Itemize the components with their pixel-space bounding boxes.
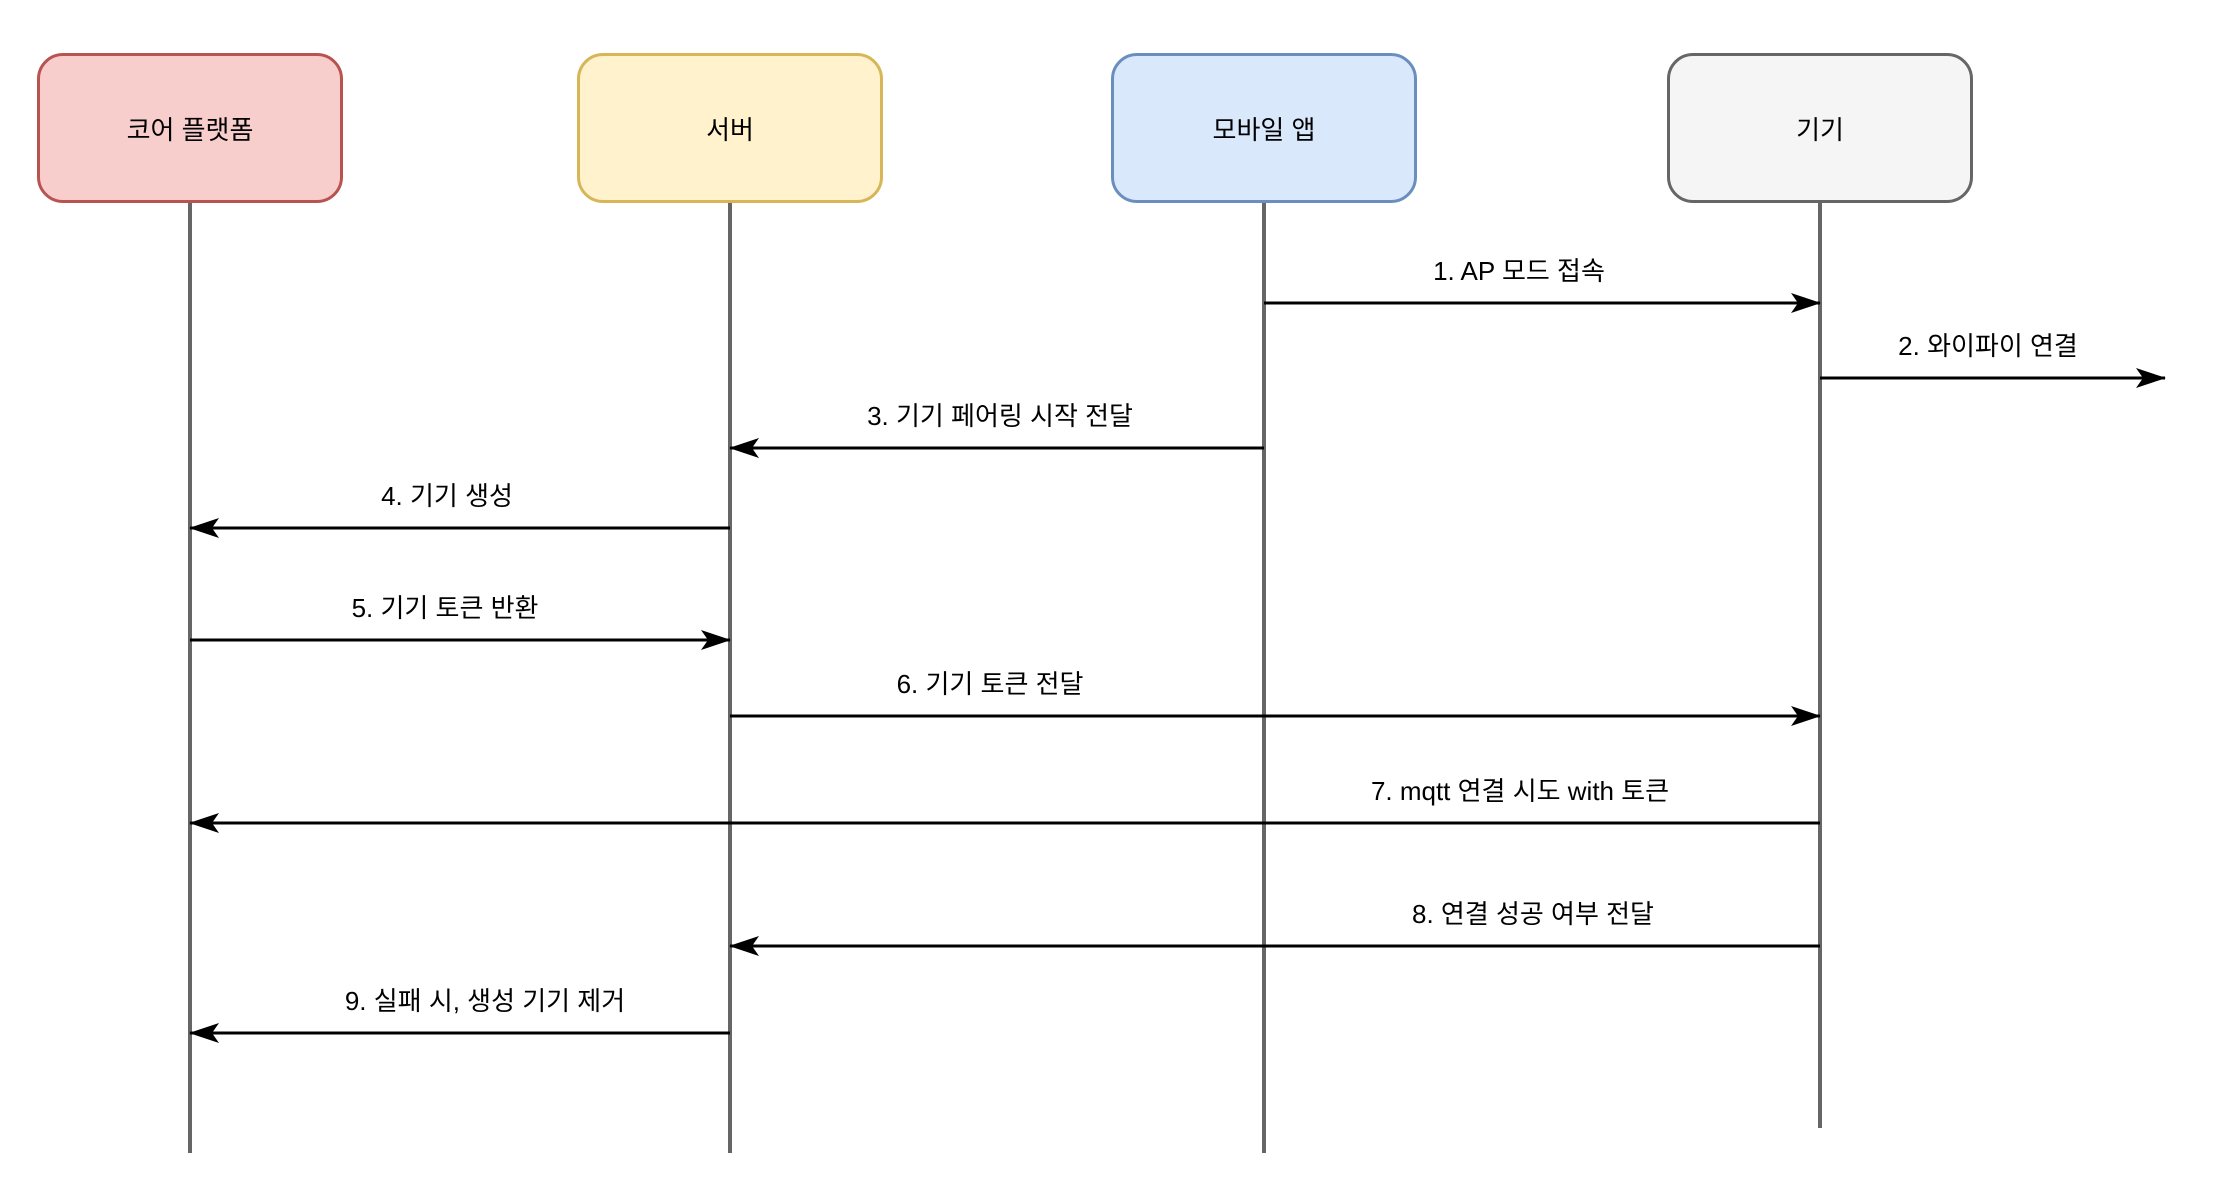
message-label-4: 4. 기기 생성: [381, 481, 513, 511]
actor-label-app: 모바일 앱: [1212, 114, 1316, 145]
actor-label-device: 기기: [1796, 114, 1844, 145]
message-label-5: 5. 기기 토큰 반환: [351, 593, 539, 623]
message-label-2: 2. 와이파이 연결: [1898, 331, 2078, 361]
message-label-9: 9. 실패 시, 생성 기기 제거: [344, 986, 626, 1016]
actor-label-core: 코어 플랫폼: [126, 114, 254, 145]
lifeline-app: [1262, 201, 1266, 1153]
actor-box-app: 모바일 앱: [1111, 53, 1417, 203]
actor-box-core: 코어 플랫폼: [37, 53, 343, 203]
lifeline-device: [1818, 201, 1822, 1128]
actor-label-server: 서버: [706, 114, 754, 145]
message-label-3: 3. 기기 페어링 시작 전달: [867, 401, 1133, 431]
lifeline-server: [728, 201, 732, 1153]
message-label-6: 6. 기기 토큰 전달: [896, 669, 1084, 699]
message-label-8: 8. 연결 성공 여부 전달: [1412, 899, 1654, 929]
lifeline-core: [188, 201, 192, 1153]
actor-box-server: 서버: [577, 53, 883, 203]
message-label-7: 7. mqtt 연결 시도 with 토큰: [1370, 776, 1670, 806]
message-label-1: 1. AP 모드 접속: [1433, 256, 1605, 286]
actor-box-device: 기기: [1667, 53, 1973, 203]
